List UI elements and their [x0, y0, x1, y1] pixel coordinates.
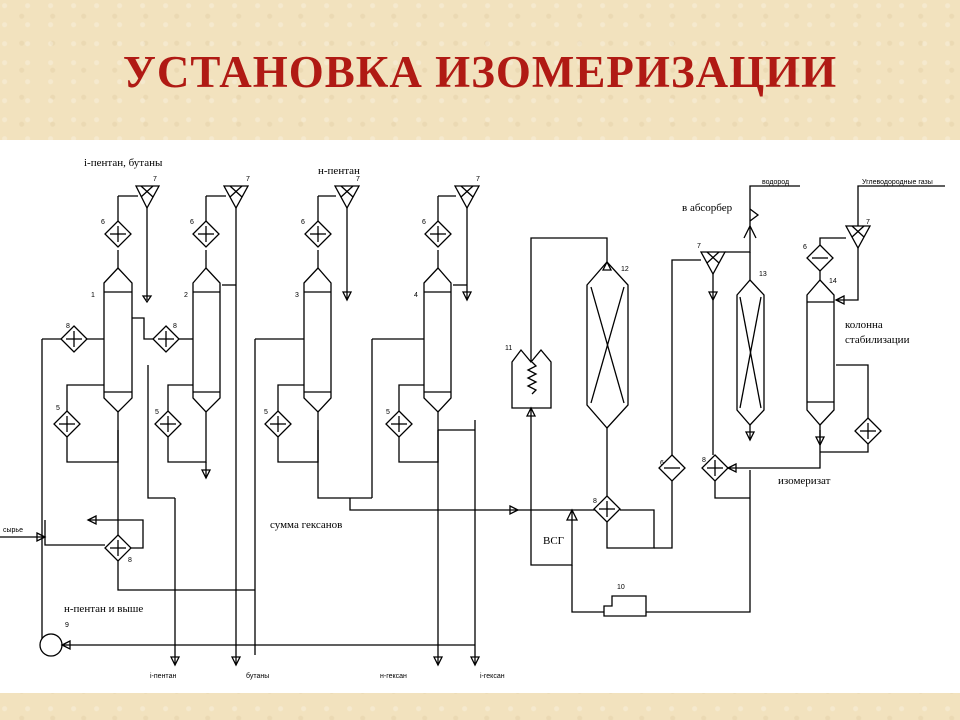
- num-cooler-col1: 6: [101, 219, 105, 226]
- feed-section: [0, 338, 481, 667]
- num-heater-11: 11: [505, 345, 512, 352]
- compressor-10: [603, 470, 751, 617]
- num-column-1: 1: [91, 292, 95, 299]
- cooler-6-col4: [424, 195, 456, 248]
- separator-7-col4: [453, 185, 481, 302]
- separator-7-col1: [134, 185, 161, 304]
- reactor-12: [586, 260, 629, 496]
- separator-7-stab: [834, 185, 945, 306]
- heater-11: [511, 237, 608, 566]
- column-3: [303, 250, 332, 413]
- num-sep-col1: 7: [153, 176, 157, 183]
- column-1: [103, 250, 133, 430]
- num-cooler-col3: 6: [301, 219, 305, 226]
- process-flow-diagram: i-пентан, бутаны н-пентан в абсорбер вод…: [0, 157, 945, 680]
- num-absorber-13: 13: [759, 271, 767, 278]
- heat-exchanger-8-top: [60, 317, 193, 499]
- num-column-4: 4: [414, 292, 418, 299]
- num-stab-14: 14: [829, 278, 837, 285]
- num-reboiler-col3: 5: [264, 409, 268, 416]
- num-cooler-col4: 6: [422, 219, 426, 226]
- label-n-pentane-top: н-пентан: [318, 165, 360, 177]
- output-butanes: бутаны: [246, 672, 269, 680]
- num-pump-9: 9: [65, 622, 69, 629]
- stabilization-column-14: [806, 270, 835, 447]
- num-sep-reactor: 7: [697, 243, 701, 250]
- num-cooler-product: 6: [660, 460, 664, 467]
- num-cooler-col2: 6: [190, 219, 194, 226]
- label-feed: сырье: [3, 527, 23, 534]
- cooler-6-product: [654, 454, 686, 549]
- cooler-6-col2: [192, 195, 226, 248]
- reboiler-5-col2: [154, 384, 212, 480]
- flow-diagram-panel: i-пентан, бутаны н-пентан в абсорбер вод…: [0, 140, 960, 693]
- column-4: [423, 250, 452, 413]
- num-he-stab: 8: [702, 457, 706, 464]
- num-column-3: 3: [295, 292, 299, 299]
- num-he-top-right: 8: [173, 323, 177, 330]
- separator-7-col3: [333, 185, 361, 302]
- reboiler-5-col3: [254, 338, 350, 655]
- column-2: [192, 250, 221, 413]
- page-title: УСТАНОВКА ИЗОМЕРИЗАЦИИ: [122, 47, 838, 97]
- hexanes-line: [349, 498, 597, 511]
- num-compressor-10: 10: [617, 584, 625, 591]
- cooler-6-col1: [104, 195, 138, 248]
- num-reboiler-col2: 5: [155, 409, 159, 416]
- num-he-reactor: 8: [593, 498, 597, 505]
- output-i-hexane: i-гексан: [480, 673, 505, 680]
- label-to-absorber: в абсорбер: [682, 202, 733, 214]
- num-he-top-left: 8: [66, 323, 70, 330]
- num-he-feed: 8: [128, 557, 132, 564]
- num-sep-col3: 7: [356, 176, 360, 183]
- label-n-pentane-higher: н-пентан и выше: [64, 603, 143, 615]
- num-reboiler-col4: 5: [386, 409, 390, 416]
- cooler-6-stab: [806, 237, 846, 272]
- num-reboiler-col1: 5: [56, 405, 60, 412]
- reboiler-stab: [820, 364, 882, 453]
- num-column-2: 2: [184, 292, 188, 299]
- output-n-hexane: н-гексан: [380, 673, 407, 680]
- reboiler-5-col4: [350, 338, 439, 655]
- label-hexanes-sum: сумма гексанов: [270, 519, 342, 531]
- absorber-13: [736, 185, 800, 442]
- num-reactor-12: 12: [621, 266, 629, 273]
- output-i-pentane: i-пентан: [150, 673, 176, 680]
- num-cooler-stab: 6: [803, 244, 807, 251]
- label-isomerizate: изомеризат: [778, 475, 831, 487]
- label-i-pentane-butanes: i-пентан, бутаны: [84, 157, 163, 169]
- label-stabilization-column-2: стабилизации: [845, 334, 910, 346]
- label-hydrogen: водород: [762, 179, 789, 186]
- label-wsg: ВСГ: [543, 535, 564, 547]
- num-sep-col2: 7: [246, 176, 250, 183]
- num-sep-col4: 7: [476, 176, 480, 183]
- cooler-6-col3: [304, 195, 336, 248]
- label-stabilization-column-1: колонна: [845, 319, 883, 331]
- separator-7-col2: [222, 185, 250, 655]
- label-hydrocarbon-gases: Углеводородные газы: [862, 179, 933, 186]
- heat-exchanger-8-reactor: [565, 495, 655, 613]
- num-sep-stab: 7: [866, 219, 870, 226]
